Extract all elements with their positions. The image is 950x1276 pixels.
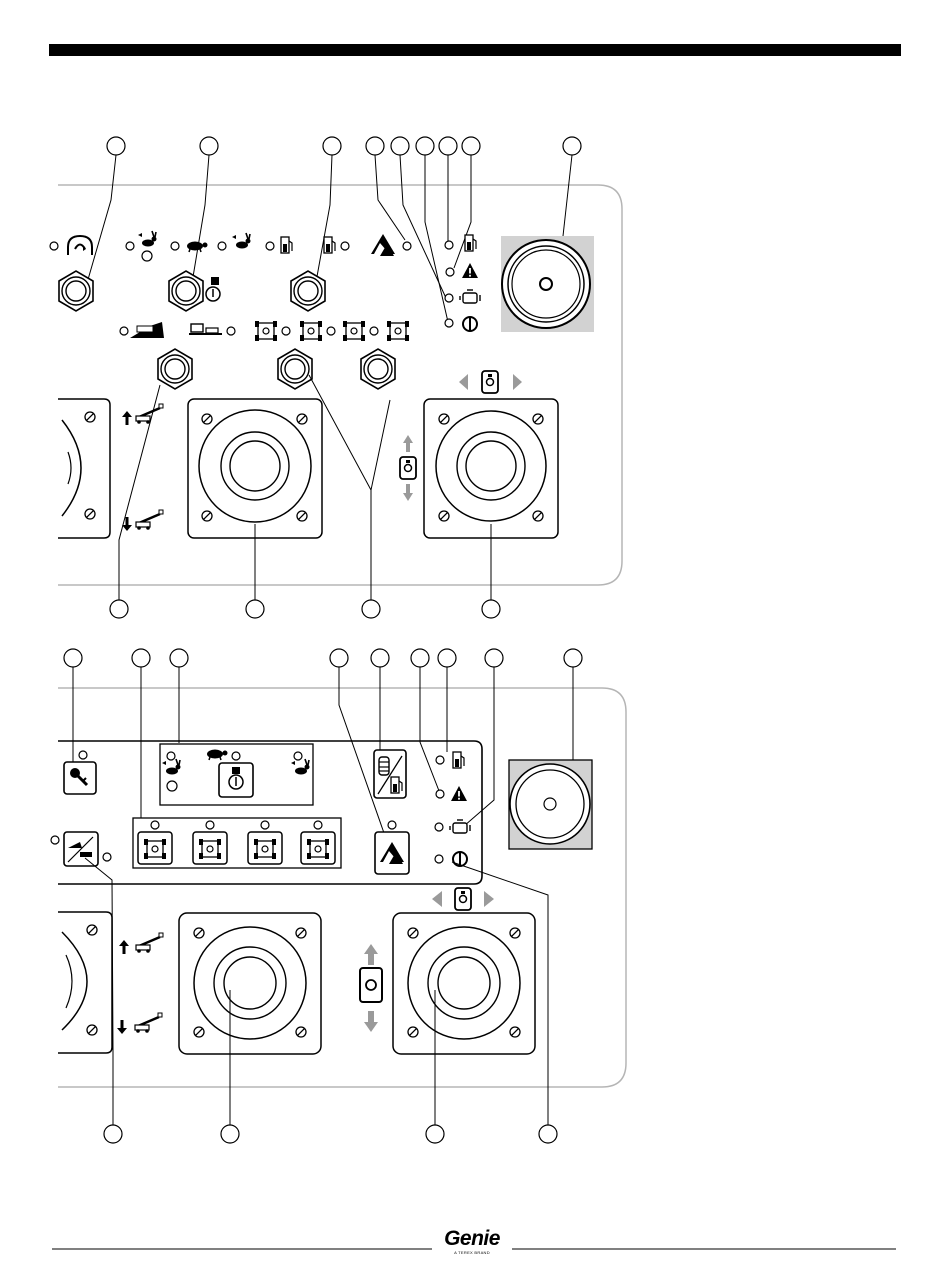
- glow-plug-icon: [463, 317, 477, 331]
- boom-lower-icon: [135, 1013, 162, 1033]
- emergency-stop-button[interactable]: [501, 236, 594, 332]
- lower-control-panel: [51, 649, 626, 1143]
- drive-direction-icon: [360, 944, 382, 1032]
- drive-joystick[interactable]: [393, 913, 535, 1054]
- engine-icon: [450, 820, 470, 833]
- drive-speed-button[interactable]: [219, 763, 253, 797]
- tilt-alarm-button[interactable]: [375, 832, 409, 874]
- horn-button[interactable]: [59, 271, 93, 311]
- drive-speed-button[interactable]: [169, 271, 203, 311]
- boom-flat-icon: [189, 324, 222, 334]
- right-arrow-icon: [513, 374, 522, 390]
- brake-icon: [142, 251, 152, 261]
- steer-mode-button[interactable]: [301, 832, 335, 864]
- brand-logo: Genie A TEREX BRAND: [432, 1228, 512, 1255]
- fuel-icon: [281, 237, 292, 253]
- rabbit-icon: [232, 233, 251, 249]
- engine-icon: [460, 290, 480, 303]
- brand-tagline: A TEREX BRAND: [432, 1250, 512, 1255]
- speed-icon: [206, 277, 220, 301]
- tilt-alarm-icon: [371, 234, 395, 256]
- left-joystick-plate: [58, 399, 110, 538]
- header-bar: [49, 44, 901, 56]
- steer-mode-icon: [255, 321, 277, 341]
- steer-mode-icon: [300, 321, 322, 341]
- warning-icon: [451, 786, 467, 801]
- boom-raise-icon: [136, 404, 163, 424]
- upper-control-panel: [50, 137, 622, 618]
- fuel-select-button[interactable]: [374, 750, 406, 798]
- boom-joystick[interactable]: [188, 399, 322, 538]
- boom-tilt-icon: [130, 322, 164, 338]
- boom-function-button[interactable]: [158, 349, 192, 389]
- warning-icon: [462, 263, 478, 278]
- fuel-icon: [453, 752, 464, 768]
- fuel-icon: [324, 237, 335, 253]
- drive-joystick[interactable]: [424, 399, 558, 538]
- steer-mode-button[interactable]: [248, 832, 282, 864]
- glow-plug-icon: [453, 852, 467, 866]
- boom-lower-icon: [136, 510, 163, 530]
- fuel-icon: [465, 235, 476, 251]
- left-arrow-icon: [459, 374, 468, 390]
- rabbit-icon: [138, 231, 157, 247]
- emergency-stop-button[interactable]: [509, 760, 592, 849]
- steer-select-button[interactable]: [278, 349, 312, 389]
- drive-direction-icon: [400, 435, 416, 501]
- horn-icon: [68, 236, 92, 255]
- upper-callouts-top: [107, 137, 581, 155]
- left-joystick-plate: [58, 912, 112, 1053]
- drive-chassis-icon: [455, 888, 471, 910]
- drive-chassis-icon: [482, 371, 498, 393]
- steer-mode-button[interactable]: [138, 832, 172, 864]
- steer-mode-icon: [387, 321, 409, 341]
- boom-raise-icon: [136, 933, 163, 953]
- fuel-select-button[interactable]: [291, 271, 325, 311]
- key-switch-button[interactable]: [64, 762, 96, 794]
- steer-mode-button[interactable]: [193, 832, 227, 864]
- steer-mode-icon: [343, 321, 365, 341]
- boom-function-button[interactable]: [64, 832, 98, 866]
- steer-select-button[interactable]: [361, 349, 395, 389]
- brand-name: Genie: [432, 1228, 512, 1250]
- boom-joystick[interactable]: [179, 913, 321, 1054]
